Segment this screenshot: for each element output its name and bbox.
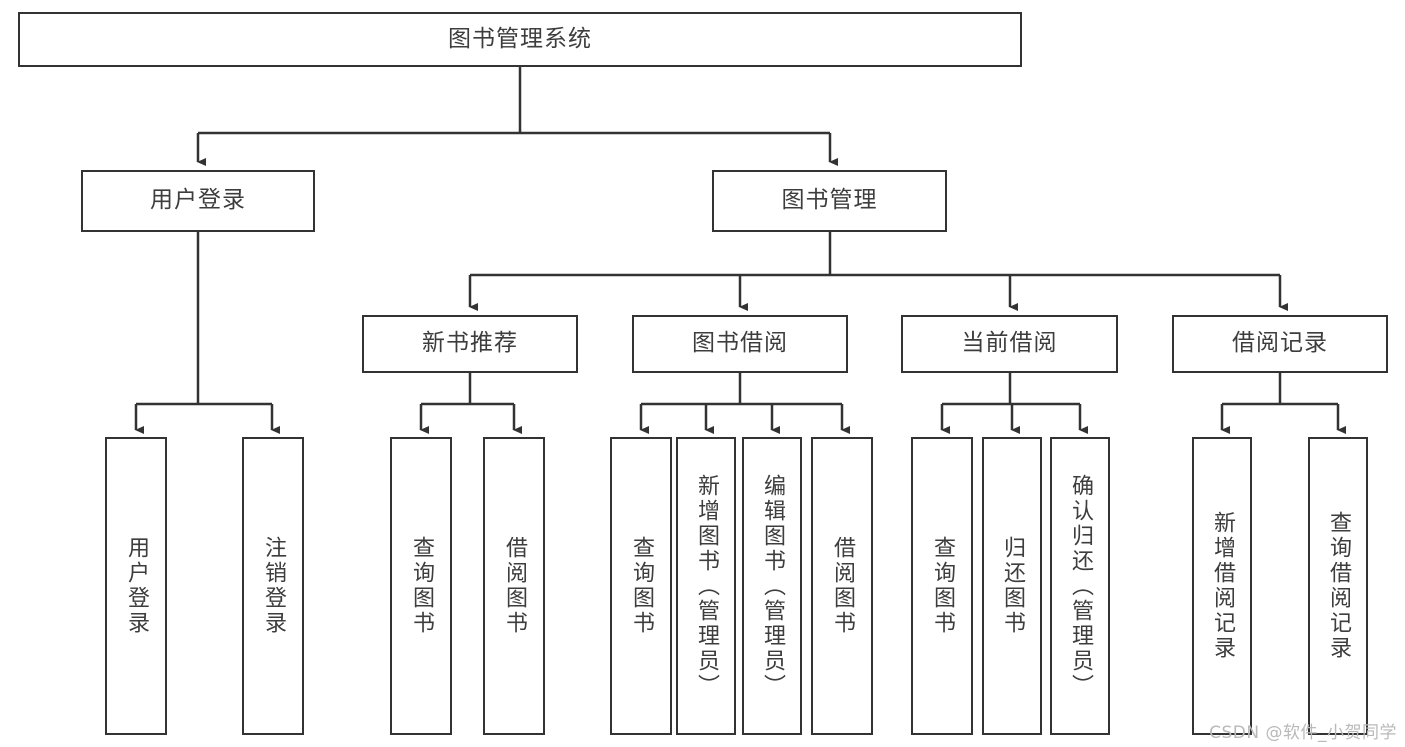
leaf-book-borrow-query-book[interactable]: 查询图书: [610, 437, 672, 735]
node-book-borrow[interactable]: 图书借阅: [632, 315, 848, 373]
node-label: 查询图书: [629, 536, 654, 636]
node-user-login[interactable]: 用户登录: [81, 170, 315, 232]
node-label: 当前借阅: [961, 330, 1058, 357]
node-label: 图书管理: [781, 187, 878, 214]
leaf-new-book-borrow-book[interactable]: 借阅图书: [483, 437, 545, 735]
node-new-book-recommend[interactable]: 新书推荐: [362, 315, 578, 373]
node-label: 图书借阅: [692, 330, 788, 357]
leaf-current-borrow-query-book[interactable]: 查询图书: [911, 437, 973, 735]
leaf-user-login-logout[interactable]: 注销登录: [242, 437, 304, 735]
node-label: 查询借阅记录: [1326, 511, 1351, 661]
leaf-user-login-login[interactable]: 用户登录: [105, 437, 167, 735]
leaf-book-borrow-edit-book-admin[interactable]: 编辑图书（管理员）: [742, 437, 802, 735]
leaf-current-borrow-return-book[interactable]: 归还图书: [982, 437, 1042, 735]
node-root-book-management-system[interactable]: 图书管理系统: [18, 12, 1022, 67]
node-label: 新书推荐: [422, 330, 518, 357]
node-current-borrow[interactable]: 当前借阅: [901, 315, 1118, 373]
node-label: 借阅图书: [830, 536, 855, 636]
node-book-management[interactable]: 图书管理: [712, 170, 947, 232]
leaf-book-borrow-borrow-book[interactable]: 借阅图书: [811, 437, 873, 735]
leaf-current-borrow-confirm-return-admin[interactable]: 确认归还（管理员）: [1050, 437, 1110, 735]
node-label: 编辑图书（管理员）: [760, 473, 785, 699]
node-label: 借阅记录: [1232, 330, 1328, 357]
node-label: 用户登录: [150, 187, 246, 214]
leaf-borrow-record-add-record[interactable]: 新增借阅记录: [1192, 437, 1252, 735]
node-label: 图书管理系统: [448, 25, 592, 52]
node-label: 借阅图书: [502, 536, 527, 636]
leaf-new-book-query-book[interactable]: 查询图书: [390, 437, 452, 735]
node-label: 查询图书: [930, 536, 955, 636]
node-label: 注销登录: [261, 536, 286, 636]
node-label: 用户登录: [124, 536, 149, 636]
node-label: 新增图书（管理员）: [694, 473, 719, 699]
node-label: 新增借阅记录: [1210, 511, 1235, 661]
csdn-watermark: CSDN @软件_小贺同学: [1209, 723, 1397, 743]
leaf-book-borrow-add-book-admin[interactable]: 新增图书（管理员）: [676, 437, 736, 735]
node-borrow-record[interactable]: 借阅记录: [1172, 315, 1388, 373]
node-label: 确认归还（管理员）: [1068, 473, 1093, 699]
node-label: 查询图书: [409, 536, 434, 636]
node-label: 归还图书: [1000, 536, 1025, 636]
leaf-borrow-record-query-record[interactable]: 查询借阅记录: [1308, 437, 1368, 735]
